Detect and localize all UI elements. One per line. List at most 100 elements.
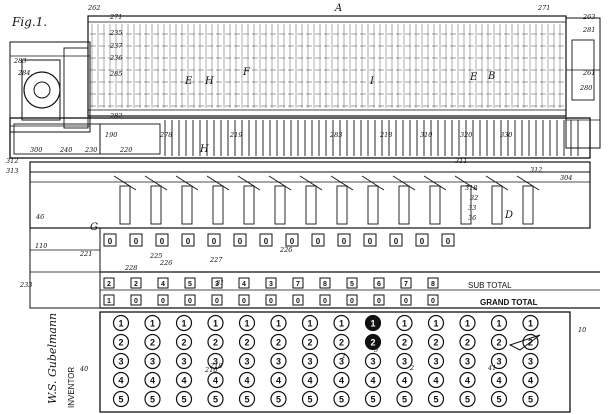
keyboard-key (396, 333, 413, 351)
accumulator-digit: 0 (394, 237, 399, 246)
accumulator-wheel (389, 233, 403, 247)
key-digit: 4 (496, 376, 501, 386)
key-digit: 5 (244, 395, 249, 405)
total-digit: 3 (269, 281, 273, 288)
keyboard-key (364, 314, 382, 332)
number-callout: 33 (468, 204, 476, 212)
lever (181, 185, 193, 225)
number-callout: 228 (124, 264, 137, 272)
key-digit: 1 (118, 319, 123, 329)
typebar-frame (9, 117, 591, 159)
keyboard-key (427, 314, 445, 332)
lever-section (29, 161, 591, 229)
accumulator-wheel (129, 233, 143, 247)
key-digit: 4 (433, 376, 438, 386)
left-gear-mechanism (9, 41, 91, 133)
number-callout: 320 (460, 131, 472, 139)
keyboard-key (396, 352, 413, 370)
lever-link (330, 175, 354, 191)
keyboard-key (112, 390, 130, 408)
keyboard-key (301, 390, 319, 408)
number-callout: 219 (229, 131, 242, 139)
keyboard-key (396, 371, 413, 389)
number-callout: 283 (329, 131, 342, 139)
lever-link (237, 175, 261, 191)
keyboard-key (490, 314, 508, 332)
keyboard-key (396, 314, 413, 332)
letter-label: I (369, 76, 375, 87)
lever (274, 185, 286, 225)
key-digit: 1 (465, 319, 470, 329)
keyboard-key (396, 390, 413, 408)
total-key (265, 294, 277, 306)
key-digit: 4 (213, 376, 218, 386)
key-digit: 2 (118, 338, 123, 348)
key-digit: 1 (307, 319, 312, 329)
key-digit: 5 (307, 395, 312, 405)
number-callout: 110 (35, 242, 47, 250)
total-key (238, 277, 250, 289)
total-digit: 8 (323, 281, 327, 288)
keyboard-key (522, 352, 539, 370)
left-frame (29, 227, 101, 309)
number-callout: 312 (530, 166, 542, 174)
key-digit: 2 (244, 338, 249, 348)
letter-label: E (184, 76, 193, 87)
key-digit: 3 (433, 357, 438, 367)
accumulator-digit: 0 (420, 237, 425, 246)
keyboard-key (459, 333, 476, 351)
number-callout: 312 (6, 157, 18, 165)
total-digit: 0 (350, 298, 354, 305)
keyboard-key (238, 333, 256, 351)
total-digit: 2 (134, 281, 138, 288)
key-digit: 5 (433, 395, 438, 405)
key-digit: 2 (496, 338, 501, 348)
accumulator-wheel (363, 233, 377, 247)
number-callout: 32 (470, 194, 478, 202)
keyboard-key (207, 333, 224, 351)
platen-assembly (87, 15, 567, 117)
keyboard-key (522, 371, 539, 389)
accumulator-digit: 0 (160, 237, 165, 246)
accumulator-digit: 0 (238, 237, 243, 246)
number-callout: 3 (0, 0, 4, 2)
number-callout: 216 (204, 366, 217, 374)
number-callout: 221 (79, 250, 92, 258)
key-digit: 2 (181, 338, 186, 348)
keyboard-key (301, 371, 319, 389)
accumulator-digit: 0 (264, 237, 269, 246)
number-callout: 230 (84, 146, 97, 154)
key-digit: 3 (339, 357, 344, 367)
lever-link (268, 175, 292, 191)
lever-link (144, 175, 168, 191)
keyboard-key (207, 352, 224, 370)
key-digit: 5 (496, 395, 501, 405)
total-key (211, 277, 223, 289)
accumulator-wheel (415, 233, 429, 247)
accumulator-wheel (155, 233, 169, 247)
key-digit: 2 (370, 338, 375, 348)
key-digit: 1 (213, 319, 218, 329)
key-digit: 4 (307, 376, 312, 386)
keyboard-key (207, 314, 224, 332)
total-key (157, 294, 169, 306)
accumulator-wheel (181, 233, 195, 247)
lever (429, 185, 441, 225)
letter-label: E (469, 72, 478, 83)
total-digit: 0 (161, 298, 165, 305)
total-digit: 0 (188, 298, 192, 305)
keyboard-key (175, 352, 193, 370)
total-key (130, 277, 142, 289)
letter-label: F (242, 67, 251, 78)
total-key (373, 294, 385, 306)
number-callout: 226 (159, 259, 172, 267)
key-digit: 3 (244, 357, 249, 367)
key-digit: 5 (528, 395, 533, 405)
keyboard-key (427, 352, 445, 370)
lever-link (113, 175, 137, 191)
total-key (292, 277, 304, 289)
total-key (346, 277, 358, 289)
inventor-signature: W.S. Gubelmann (46, 313, 59, 404)
key-digit: 3 (213, 357, 218, 367)
key-digit: 4 (339, 376, 344, 386)
